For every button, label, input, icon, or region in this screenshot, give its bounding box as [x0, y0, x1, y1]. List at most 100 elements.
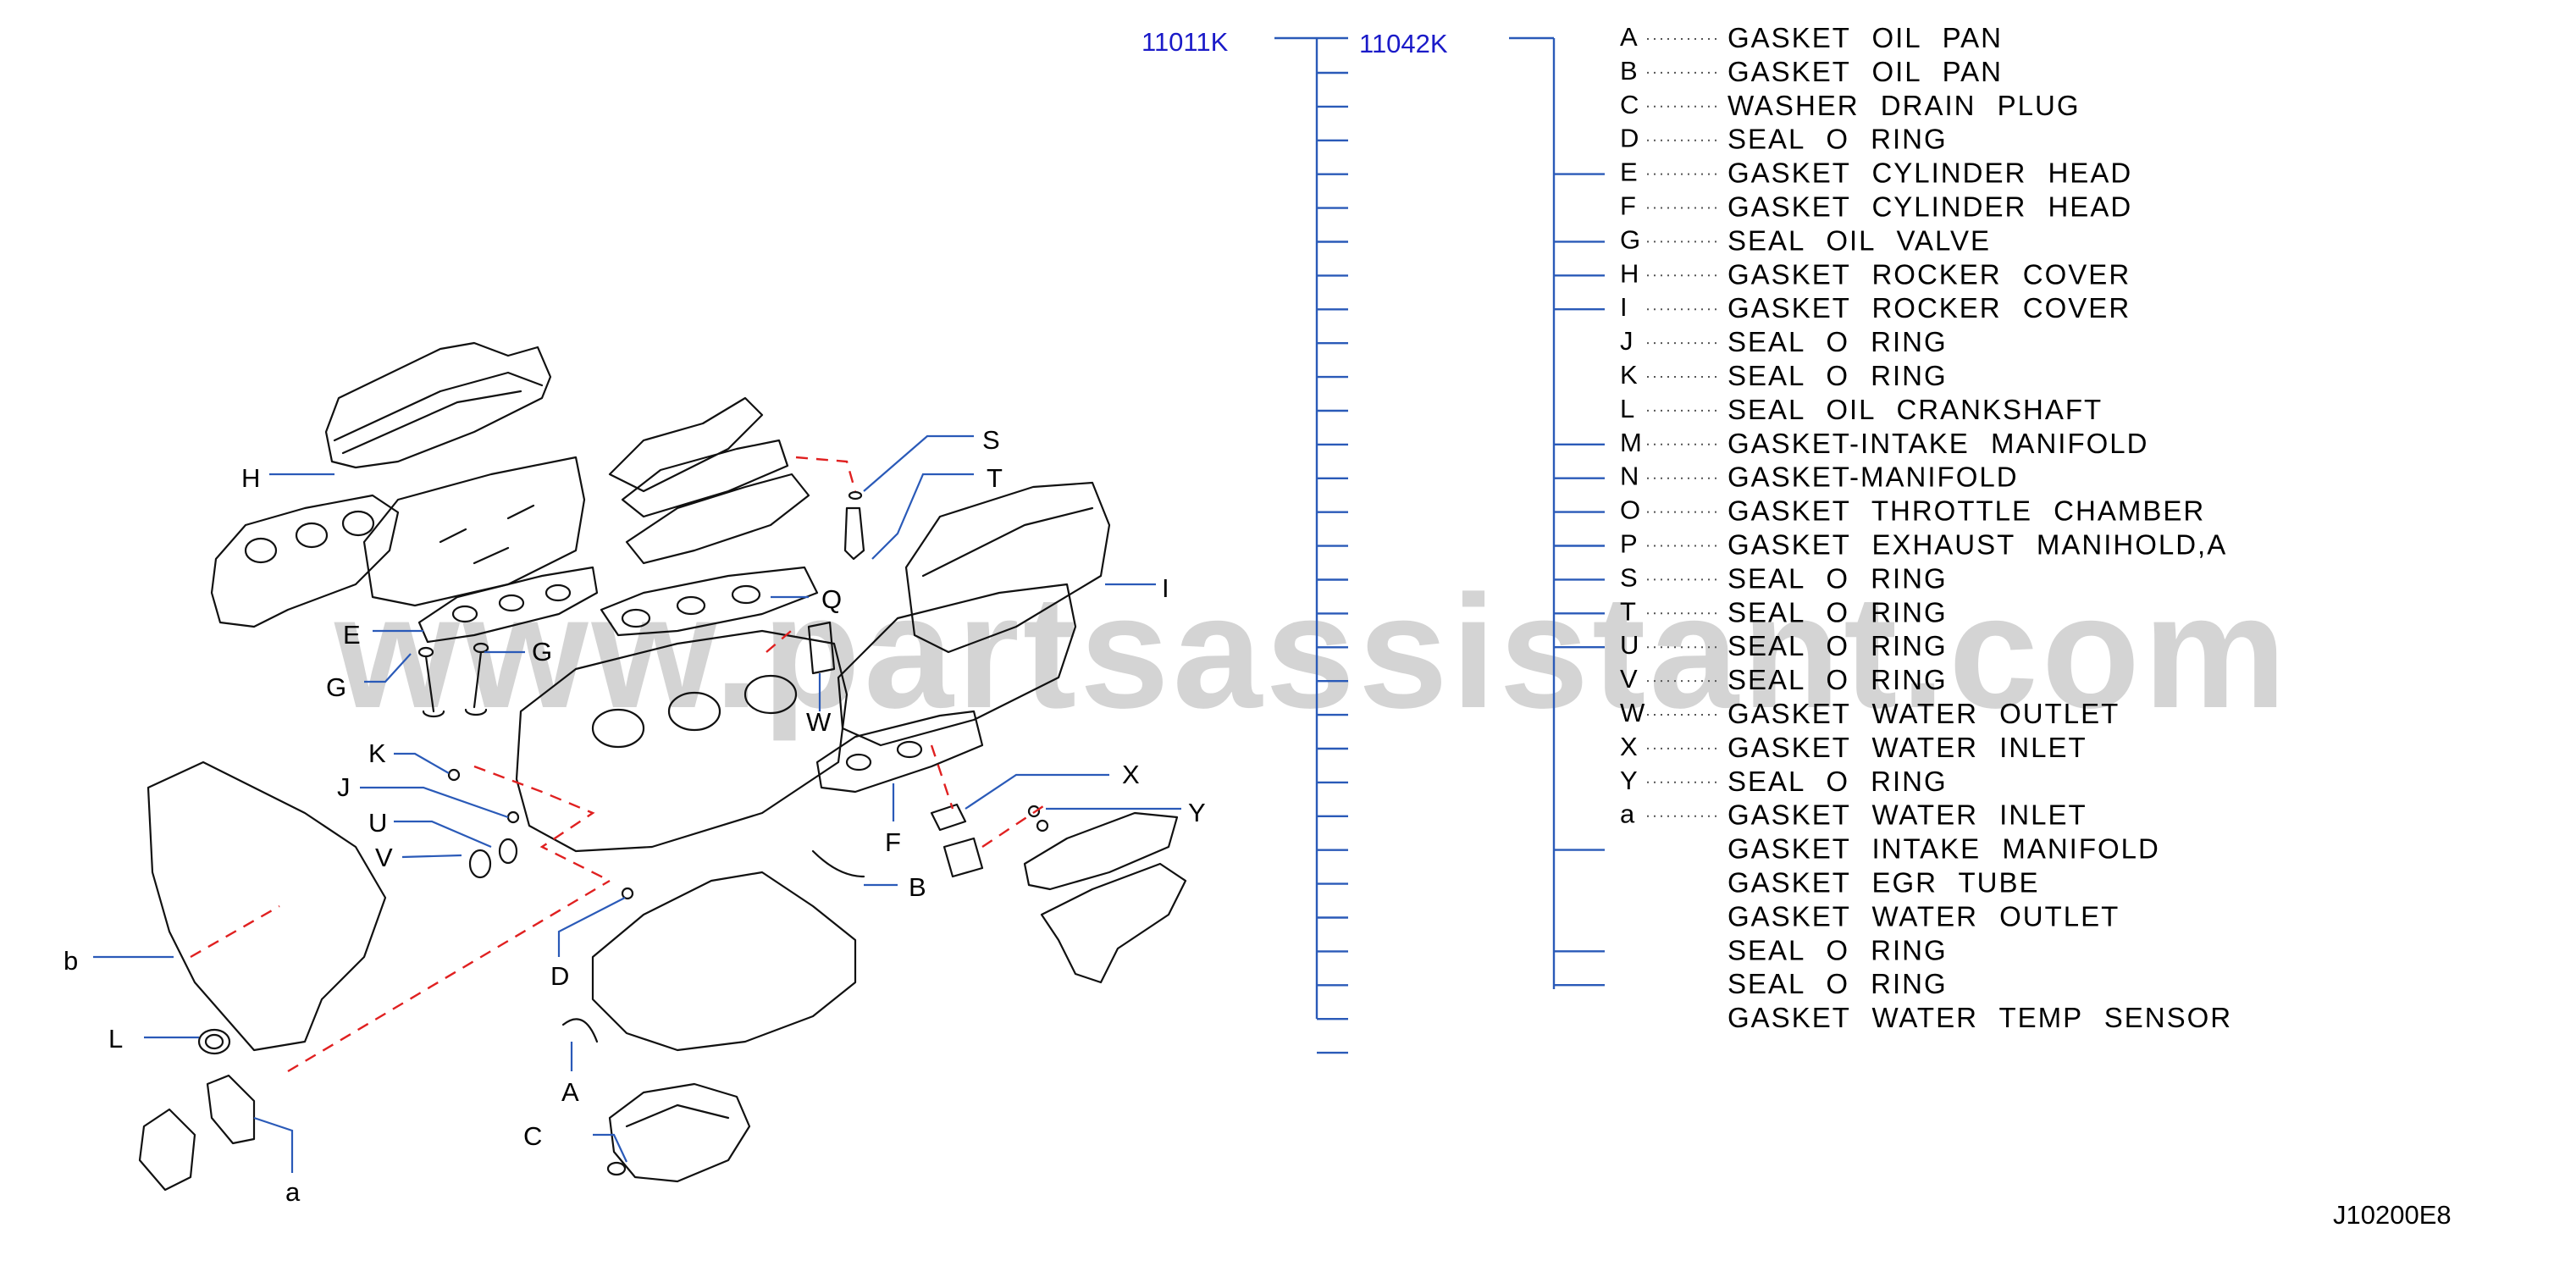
part-description: GASKET-INTAKE MANIFOLD: [1727, 428, 2148, 459]
callout-f: F: [885, 827, 901, 857]
oil-pan-gasket-a: [561, 1018, 599, 1043]
part-description: SEAL O RING: [1727, 124, 1948, 155]
part-description: WASHER DRAIN PLUG: [1727, 90, 2081, 121]
leader-x: [965, 773, 1109, 810]
tree-ticks-kit-b: [1554, 173, 1605, 987]
part-description: GASKET ROCKER COVER: [1727, 292, 2131, 324]
part-letter: T: [1620, 596, 1636, 626]
water-outlet-gasket: [807, 621, 836, 675]
oil-pan-lower: [608, 1082, 751, 1183]
part-letter: C: [1620, 90, 1639, 119]
part-description: SEAL OIL CRANKSHAFT: [1727, 394, 2103, 425]
tree-ticks-kit-a: [1317, 71, 1348, 1054]
injector: [843, 490, 865, 561]
leader-d: [557, 897, 626, 957]
part-description: GASKET-MANIFOLD: [1727, 462, 2019, 493]
exhaust-manifold-right: [1023, 811, 1187, 984]
part-letter: D: [1620, 124, 1639, 153]
guide-line-4: [795, 456, 857, 492]
leader-k: [394, 752, 450, 774]
parts-list-row: SEAL O RING: [1727, 968, 1948, 999]
callout-x: X: [1122, 760, 1140, 789]
callout-w: W: [806, 707, 832, 737]
guide-line-6: [930, 744, 954, 810]
part-description: GASKET WATER INLET: [1727, 732, 2087, 763]
part-letter: U: [1620, 630, 1639, 660]
parts-list-row: GASKET INTAKE MANIFOLD: [1727, 833, 2159, 865]
callout-j: J: [337, 772, 351, 802]
part-letter: H: [1620, 258, 1639, 288]
callout-g2: G: [532, 637, 552, 666]
callout-b-left: b: [64, 946, 78, 976]
leader-v: [401, 854, 462, 859]
diagram-code: J10200E8: [2333, 1200, 2452, 1230]
leader-s: [863, 434, 974, 492]
leader-g1: [364, 653, 412, 683]
head-gasket-left: [417, 566, 599, 644]
parts-list-row: X GASKET WATER INLET: [1620, 732, 2087, 763]
callout-a-pan: A: [561, 1077, 579, 1107]
part-letter: N: [1620, 462, 1639, 491]
callout-e: E: [343, 620, 361, 650]
part-letter: I: [1620, 292, 1628, 322]
cylinder-head-left: [362, 456, 586, 607]
kit-code-11042k: 11042K: [1359, 29, 1448, 58]
part-description: SEAL O RING: [1727, 562, 1948, 594]
callout-v: V: [375, 843, 393, 872]
guide-line-2: [190, 904, 280, 959]
kit-code-11011k: 11011K: [1142, 27, 1229, 57]
part-description: GASKET WATER OUTLET: [1727, 698, 2120, 729]
exhaust-gasket-q: [600, 566, 819, 637]
part-description: SEAL O RING: [1727, 968, 1948, 999]
callout-g1: G: [326, 672, 346, 702]
part-letter: V: [1620, 664, 1638, 694]
part-description: GASKET OIL PAN: [1727, 56, 2003, 87]
part-letter: P: [1620, 529, 1638, 559]
valve-left-b: [464, 642, 489, 716]
part-letter: E: [1620, 158, 1638, 187]
callout-leaders: [93, 434, 1181, 1173]
engine-block: [515, 629, 849, 853]
part-letter: S: [1620, 562, 1638, 592]
part-description: SEAL OIL VALVE: [1727, 224, 1991, 256]
timing-cover: [146, 760, 387, 1052]
parts-list-row: GASKET WATER OUTLET: [1727, 900, 2118, 932]
oil-pan-upper: [591, 871, 857, 1052]
leader-a: [253, 1116, 294, 1173]
part-description: GASKET THROTTLE CHAMBER: [1727, 495, 2205, 527]
cylinder-head-right: [837, 583, 1077, 747]
part-description: GASKET CYLINDER HEAD: [1727, 158, 2132, 189]
part-description: SEAL O RING: [1727, 360, 1948, 391]
callout-t: T: [987, 463, 1003, 493]
drain-washer: [606, 1161, 627, 1176]
callout-k: K: [368, 738, 386, 768]
water-inlet-a: [138, 1074, 256, 1192]
callout-i: I: [1162, 573, 1169, 603]
crank-seal: [197, 1028, 231, 1055]
part-letter: J: [1620, 326, 1633, 356]
part-letter: X: [1620, 732, 1638, 761]
parts-list-row: D SEAL O RING: [1620, 124, 1948, 155]
o-rings-y: [1027, 805, 1049, 832]
rocker-cover-left: [324, 341, 552, 469]
parts-list-row: SEAL O RING: [1727, 934, 1946, 965]
callout-c: C: [523, 1121, 542, 1151]
callout-q: Q: [821, 584, 842, 614]
rocker-cover-right: [904, 481, 1111, 654]
leader-c: [593, 1133, 627, 1163]
